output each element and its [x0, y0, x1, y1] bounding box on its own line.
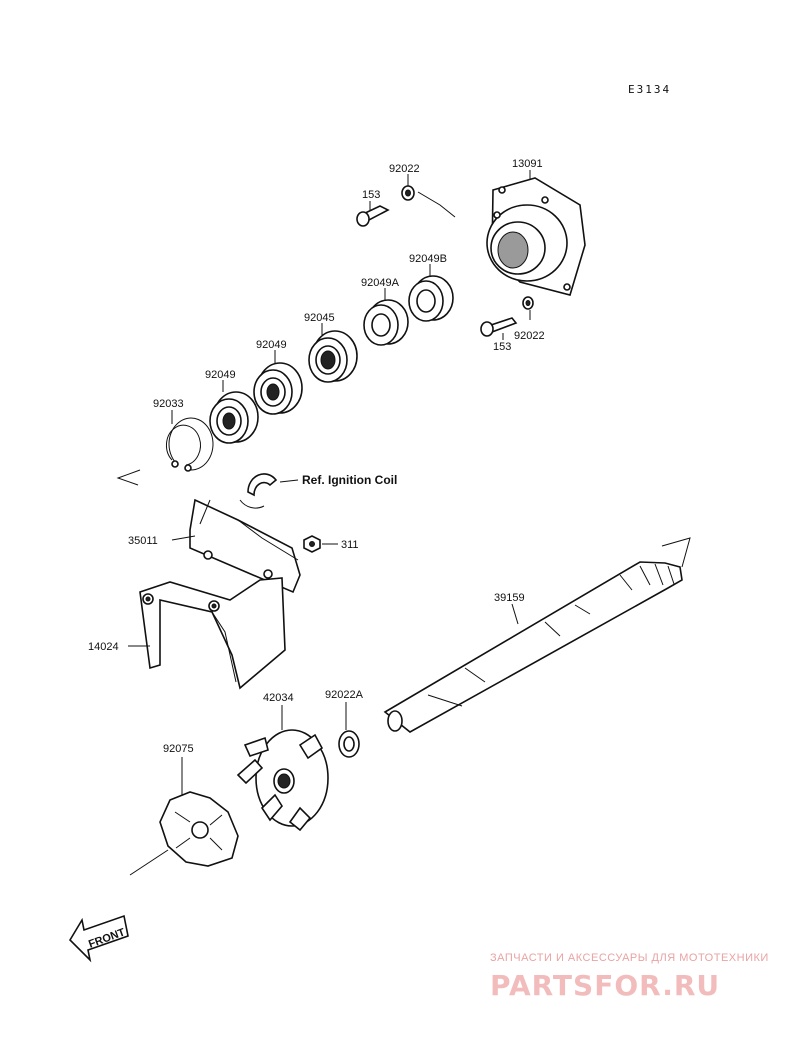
- bearing-92049A: [363, 299, 409, 346]
- label-13091: 13091: [512, 158, 543, 170]
- nut-311: [303, 535, 321, 553]
- label-92049-lower: 92049: [205, 369, 236, 381]
- label-14024: 14024: [88, 641, 119, 653]
- axis-mark-left: [116, 469, 141, 486]
- label-92022A: 92022A: [325, 689, 364, 701]
- axis-mark-bottom: [129, 849, 169, 876]
- label-92022-right: 92022: [514, 330, 545, 342]
- axis-mark-right: [661, 537, 691, 568]
- bearing-92049-upper: [253, 362, 303, 415]
- label-42034: 42034: [263, 692, 294, 704]
- washer-92022-top: [401, 185, 415, 201]
- bearing-92049-lower: [209, 391, 259, 444]
- front-arrow: FRONT: [68, 914, 129, 963]
- label-92049A: 92049A: [361, 277, 400, 289]
- washer-92022-right: [522, 296, 534, 310]
- label-92022-top: 92022: [389, 163, 420, 175]
- bolt-153-top: [356, 205, 390, 227]
- label-92049-upper: 92049: [256, 339, 287, 351]
- bearing-housing-13091: [486, 177, 586, 296]
- label-153-right: 153: [493, 341, 511, 353]
- bearing-92045: [308, 330, 358, 383]
- bolt-153-right: [480, 317, 518, 337]
- diagram-code: E3134: [628, 83, 671, 96]
- label-ref-ignition-coil: Ref. Ignition Coil: [302, 473, 397, 487]
- label-311: 311: [341, 539, 359, 551]
- label-92033: 92033: [153, 398, 184, 410]
- label-92075: 92075: [163, 743, 194, 755]
- label-92045: 92045: [304, 312, 335, 324]
- bracket-35011: [189, 498, 301, 594]
- watermark-tagline: ЗАПЧАСТИ И АКСЕССУАРЫ ДЛЯ МОТОТЕХНИКИ: [490, 952, 769, 964]
- leader-lines: [128, 170, 531, 796]
- watermark-brand: PARTSFOR.RU: [490, 969, 720, 1002]
- coupling-42034: [236, 729, 329, 832]
- damper-92075: [159, 791, 239, 867]
- cover-14024: [139, 577, 286, 690]
- label-35011: 35011: [128, 535, 158, 547]
- label-92049B: 92049B: [409, 253, 447, 265]
- ignition-coil-ref: [239, 473, 278, 509]
- shaft-39159: [383, 561, 683, 733]
- label-153-top: 153: [362, 189, 380, 201]
- washer-92022A: [338, 730, 360, 758]
- label-39159: 39159: [494, 592, 525, 604]
- circlip-92033: [166, 417, 214, 472]
- bearing-92049B: [408, 275, 454, 322]
